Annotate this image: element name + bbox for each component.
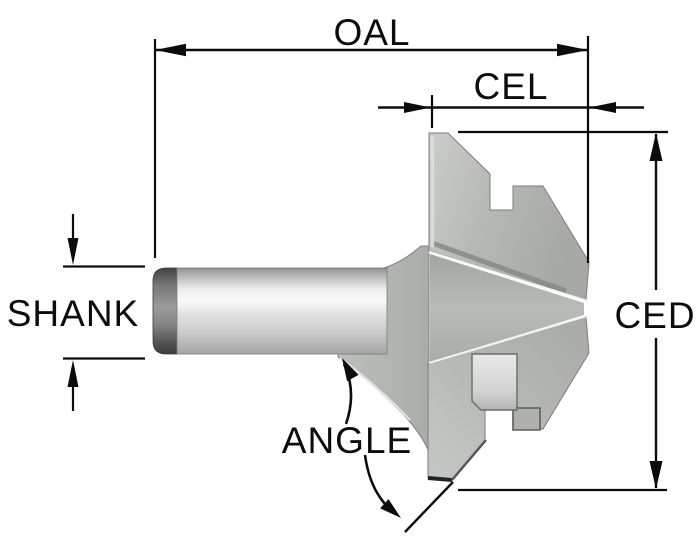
angle-dimension: ANGLE: [282, 358, 454, 533]
shank-arrow-up: [67, 360, 79, 387]
cel-label: CEL: [474, 66, 549, 107]
cutting-flank: [430, 254, 584, 362]
carbide-tooth: [471, 353, 518, 411]
ced-arrow-down: [649, 461, 663, 489]
shank-cap: [152, 267, 179, 355]
shank-dimension: SHANK: [7, 214, 145, 411]
lower-wing-bottom-edge: [427, 476, 453, 482]
shank-label: SHANK: [7, 293, 139, 334]
cel-arrow-left: [404, 102, 431, 113]
wing-shadow-edge: [431, 240, 567, 294]
router-bit-illustration: [152, 132, 590, 482]
angle-reference-line: [404, 481, 454, 533]
lower-edge-highlight: [428, 314, 588, 365]
ced-label: CED: [614, 295, 695, 336]
angle-arrow-lower: [380, 499, 401, 518]
ced-dimension: CED: [458, 130, 695, 492]
shank-arrow-down: [67, 238, 79, 265]
oal-arrow-right: [557, 43, 588, 57]
oal-arrow-left: [155, 43, 186, 57]
tooth-slot: [512, 407, 541, 431]
oal-dimension: OAL: [153, 12, 590, 263]
upper-edge-highlight: [428, 250, 588, 303]
cel-arrow-right: [589, 102, 616, 113]
angle-label: ANGLE: [282, 420, 412, 461]
oal-label: OAL: [333, 12, 410, 53]
cel-dimension: CEL: [378, 66, 644, 128]
angle-arrow-upper: [342, 358, 359, 382]
ced-arrow-up: [649, 133, 663, 161]
lower-wing-bevel-edge: [451, 439, 487, 481]
shank-body: [176, 267, 388, 355]
